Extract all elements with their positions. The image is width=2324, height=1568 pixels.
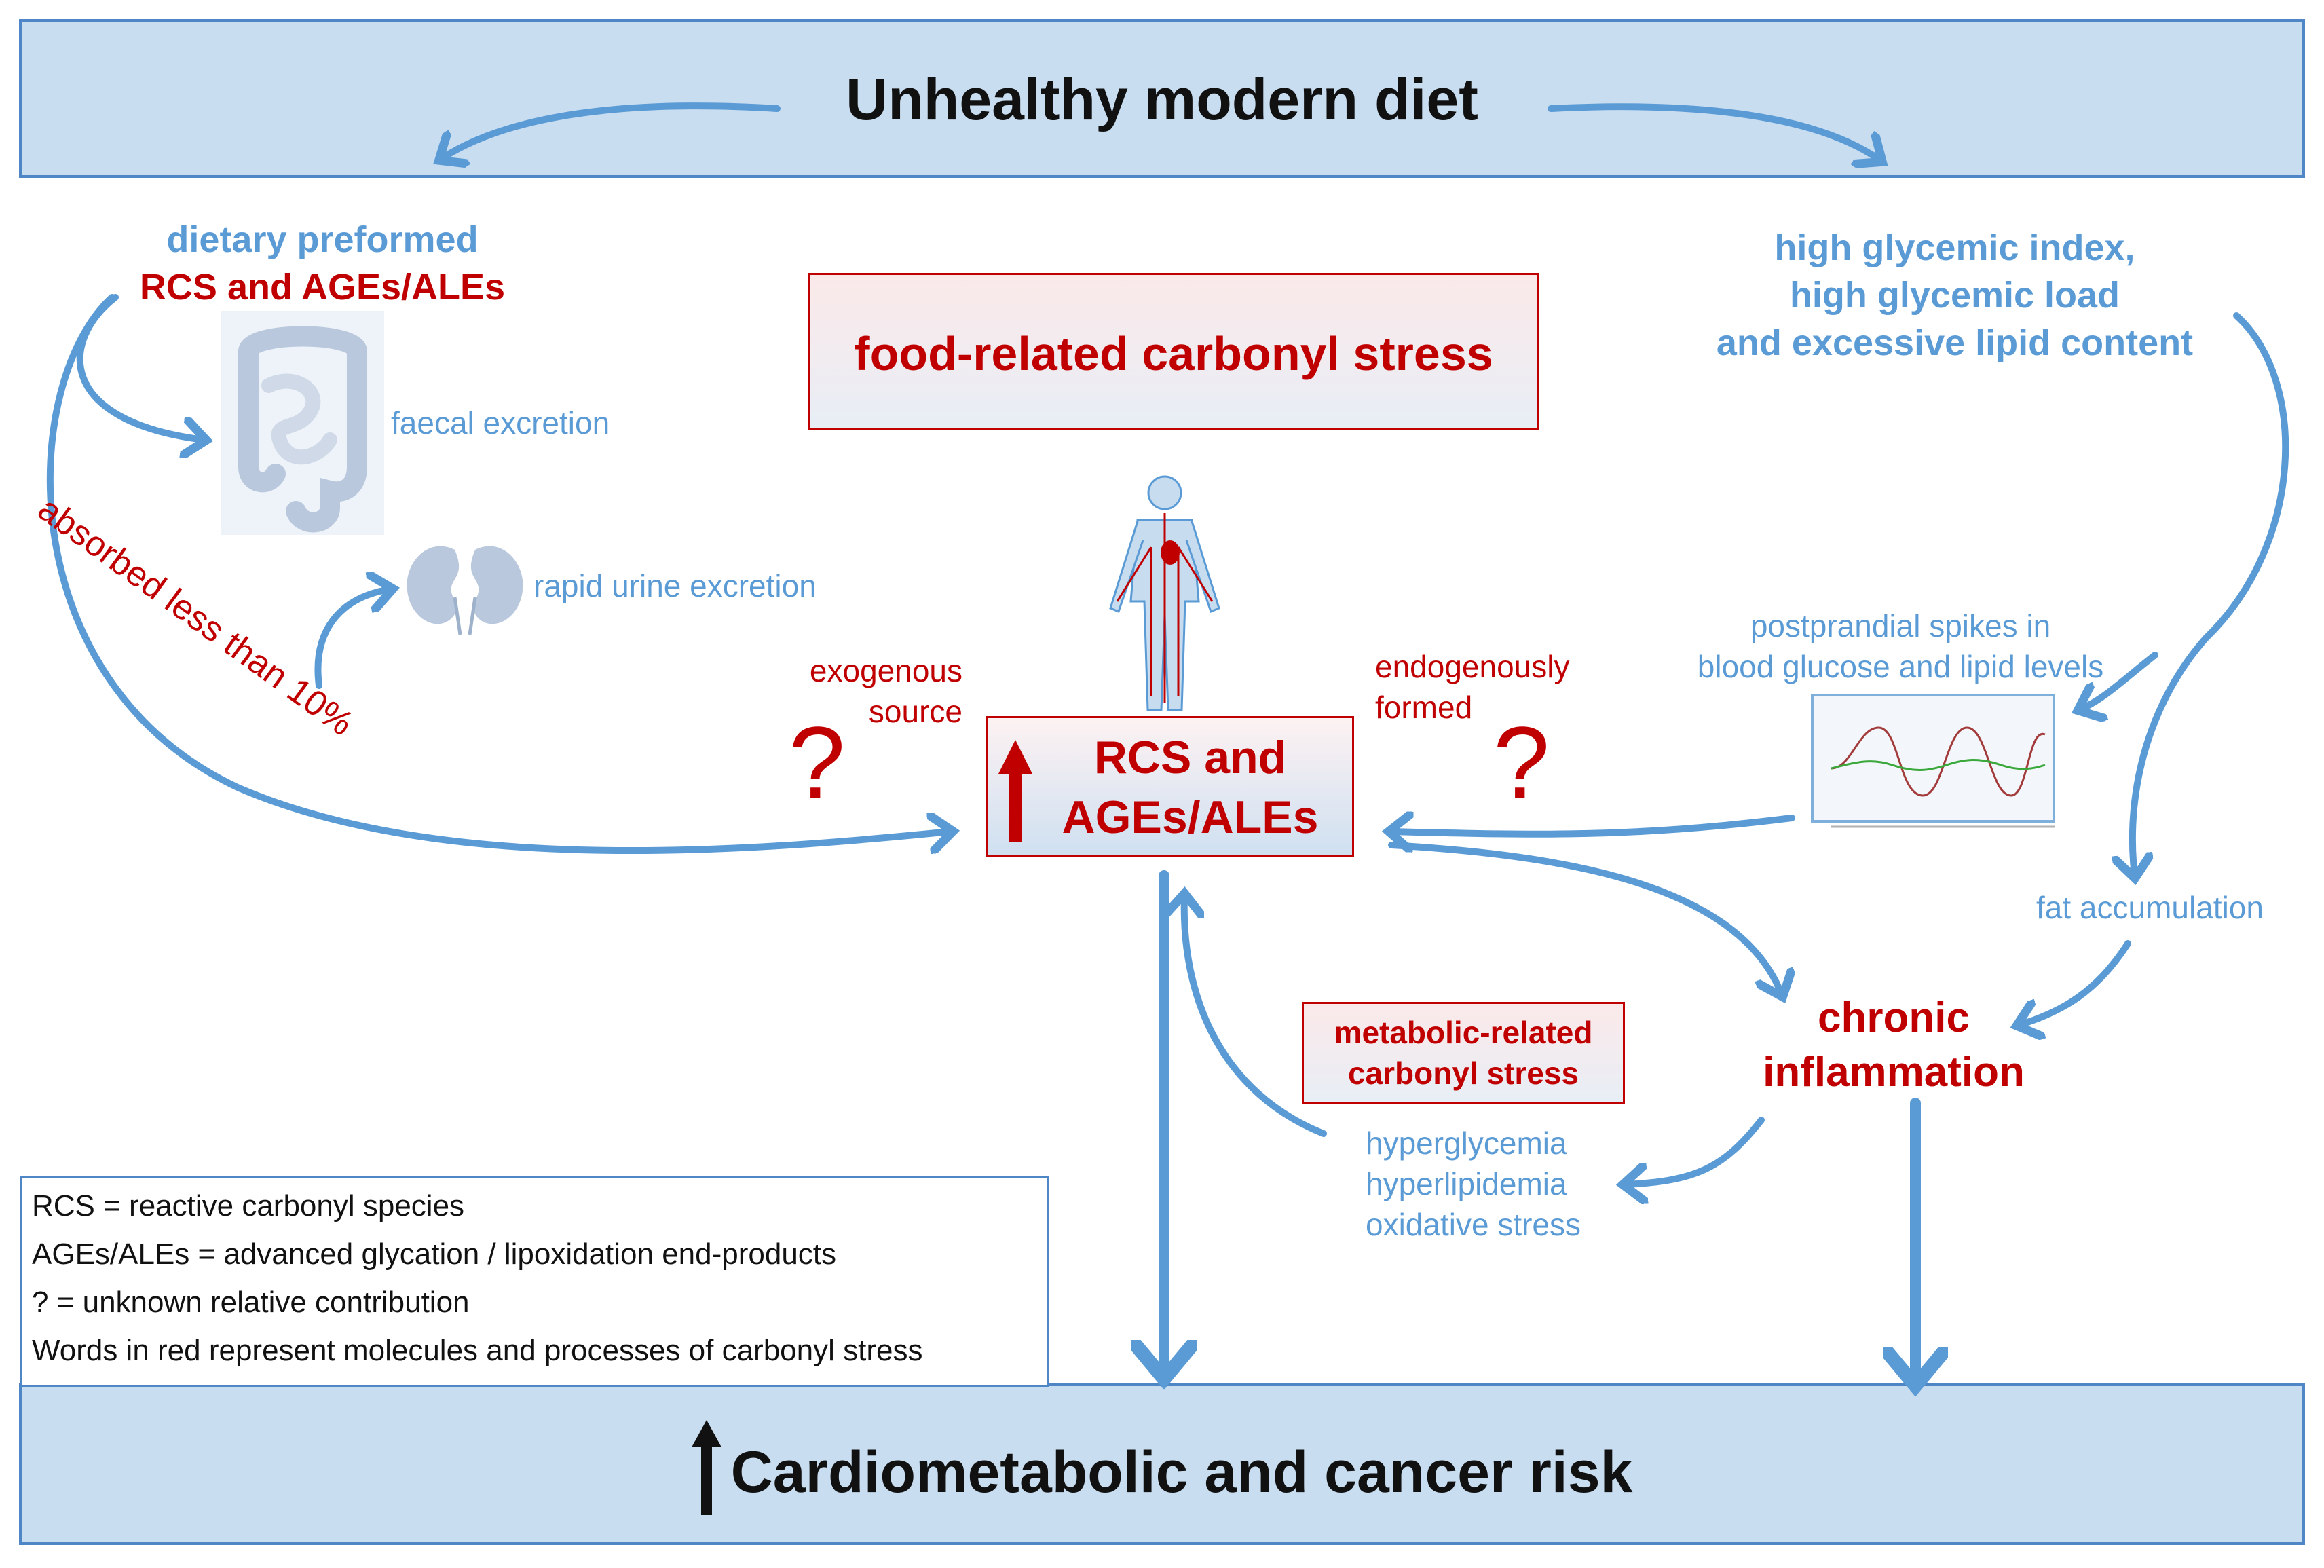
carbonyl-stress-label: carbonyl stress xyxy=(1347,1056,1579,1091)
intestine-icon xyxy=(221,311,384,535)
spikes-label-2: blood glucose and lipid levels xyxy=(1697,649,2104,684)
glycemic-load-label: high glycemic load xyxy=(1789,275,2120,316)
arrow-to-spikes xyxy=(2080,652,2158,709)
hyperglycemia-label: hyperglycemia xyxy=(1366,1125,1567,1161)
dietary-preformed-label: dietary preformed xyxy=(166,219,479,260)
arrow-right-to-fat xyxy=(2133,312,2289,876)
endogenous-group: endogenously formed xyxy=(1375,646,1569,728)
glycemic-group: high glycemic index, high glycemic load … xyxy=(1649,224,2260,367)
up-arrow-icon xyxy=(691,1420,721,1515)
legend-item: RCS = reactive carbonyl species xyxy=(32,1189,465,1222)
top-band: Unhealthy modern diet xyxy=(19,19,2305,178)
food-stress-label: food-related carbonyl stress xyxy=(854,327,1493,380)
arrow-diet-to-left xyxy=(441,102,781,159)
endogenous-question-mark: ? xyxy=(1493,705,1550,819)
bottom-band-content: Cardiometabolic and cancer risk xyxy=(22,1420,2302,1515)
bottom-band: Cardiometabolic and cancer risk xyxy=(19,1383,2305,1545)
arrow-list-to-center xyxy=(1184,896,1327,1137)
arrow-fat-to-inflammation xyxy=(2019,940,2131,1025)
arrow-to-urine xyxy=(314,589,390,689)
bottom-band-title: Cardiometabolic and cancer risk xyxy=(730,1440,1633,1505)
arrow-absorbed-to-center xyxy=(46,294,950,855)
metabolic-stress-group: metabolic-related carbonyl stress xyxy=(1304,1012,1623,1094)
inflammation-group: chronic inflammation xyxy=(1724,991,2063,1100)
wave-chart-icon xyxy=(1811,694,2055,828)
arrow-to-faecal xyxy=(76,294,204,440)
spikes-label-1: postprandial spikes in xyxy=(1750,608,2051,643)
fat-accumulation-label: fat accumulation xyxy=(2036,890,2264,925)
legend-item: AGEs/ALEs = advanced glycation / lipoxid… xyxy=(32,1237,837,1271)
spikes-group: postprandial spikes in blood glucose and… xyxy=(1629,605,2172,687)
arrow-chart-to-center xyxy=(1391,818,1795,834)
metabolic-stress-box: metabolic-related carbonyl stress xyxy=(1302,1002,1625,1104)
legend-box: RCS = reactive carbonyl species AGEs/ALE… xyxy=(20,1176,1049,1387)
center-up-arrow-icon xyxy=(998,740,1032,842)
center-ages-label: AGEs/ALEs xyxy=(1062,791,1319,843)
exogenous-label: exogenous xyxy=(809,653,962,688)
exogenous-group: exogenous source xyxy=(747,650,962,732)
endogenously-label: endogenously xyxy=(1375,649,1570,684)
dietary-preformed-group: dietary preformed RCS and AGEs/ALEs xyxy=(102,216,543,311)
arrow-diet-to-right xyxy=(1548,103,1880,160)
glycemic-index-label: high glycemic index, xyxy=(1774,227,2135,268)
formed-label: formed xyxy=(1375,690,1473,725)
metabolic-list: hyperglycemia hyperlipidemia oxidative s… xyxy=(1366,1123,1581,1245)
inflammation-label: inflammation xyxy=(1763,1049,2025,1096)
faecal-excretion-label: faecal excretion xyxy=(391,405,610,441)
kidney-icon xyxy=(407,546,523,635)
chronic-label: chronic xyxy=(1818,994,1970,1041)
dietary-rcs-ages-label: RCS and AGEs/ALEs xyxy=(139,267,506,307)
metabolic-related-label: metabolic-related xyxy=(1334,1015,1593,1050)
food-stress-box: food-related carbonyl stress xyxy=(808,273,1539,430)
center-box: RCS and AGEs/ALEs xyxy=(986,716,1354,857)
legend-item: ? = unknown relative contribution xyxy=(32,1286,470,1319)
rapid-urine-label: rapid urine excretion xyxy=(533,568,817,603)
arrow-center-to-inflammation xyxy=(1388,842,1782,994)
exogenous-question-mark: ? xyxy=(789,705,846,819)
top-band-title: Unhealthy modern diet xyxy=(846,67,1478,132)
lipid-content-label: and excessive lipid content xyxy=(1716,322,2194,363)
human-body-icon xyxy=(1109,475,1220,711)
arrow-inflammation-to-list xyxy=(1626,1117,1765,1184)
center-label-group: RCS and AGEs/ALEs xyxy=(1028,728,1352,847)
hyperlipidemia-label: hyperlipidemia xyxy=(1366,1166,1567,1201)
center-rcs-label: RCS and xyxy=(1093,732,1287,783)
oxidative-stress-label: oxidative stress xyxy=(1366,1207,1581,1242)
legend-item: Words in red represent molecules and pro… xyxy=(32,1334,923,1367)
source-label: source xyxy=(868,694,962,729)
